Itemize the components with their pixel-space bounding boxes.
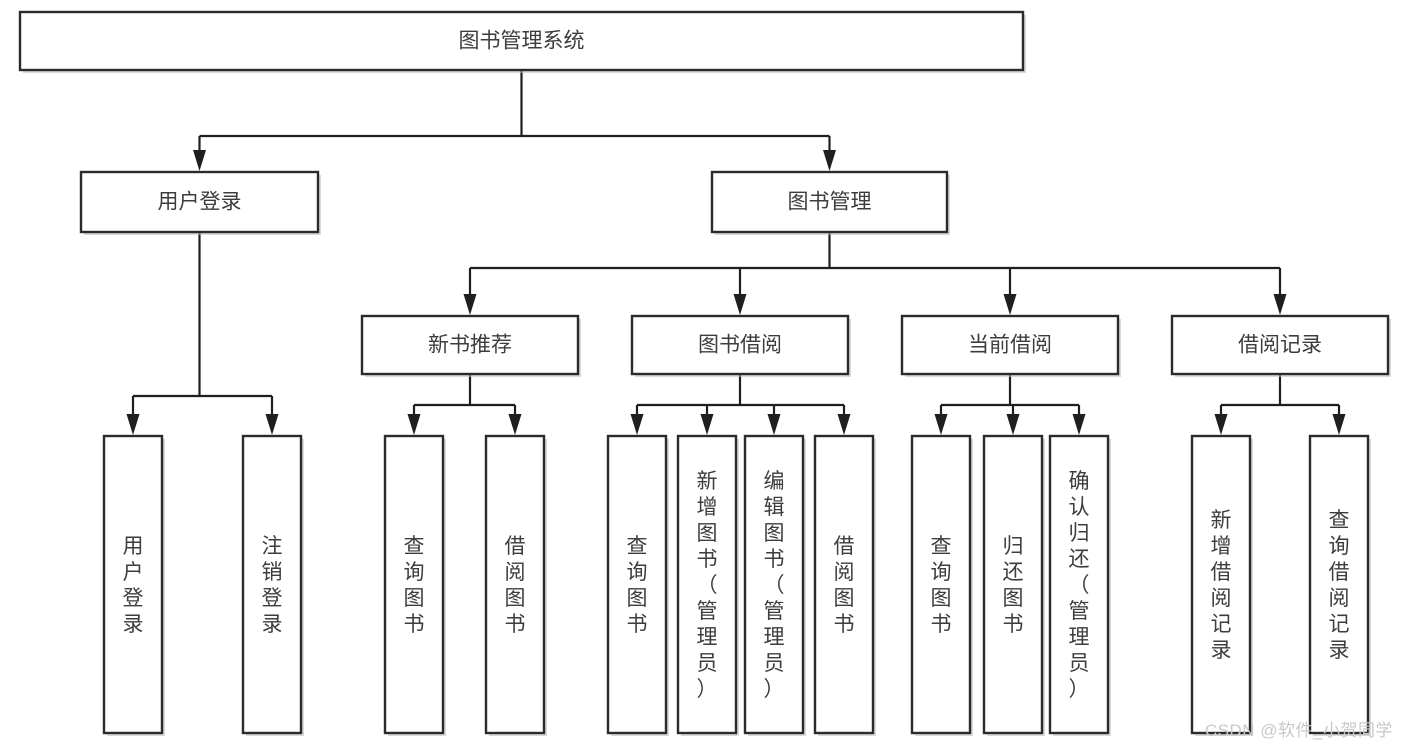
node-leaf-query-book-3[interactable]: 查询图书 — [910, 434, 973, 736]
node-label: 用户登录 — [123, 535, 144, 636]
node-label: 图书管理 — [788, 191, 872, 214]
node-leaf-add-book[interactable]: 新增图书（管理员） — [676, 434, 739, 736]
node-box[interactable] — [743, 434, 805, 735]
node-label: 当前借阅 — [968, 334, 1052, 357]
node-book-borrow[interactable]: 图书借阅 — [630, 314, 851, 377]
arrow-head-icon — [934, 414, 948, 435]
edge-group-borrow-record — [1214, 374, 1346, 435]
edge-group-current-borrow — [934, 374, 1086, 435]
arrow-head-icon — [1214, 414, 1228, 435]
node-leaf-confirm-return[interactable]: 确认归还（管理员） — [1048, 434, 1111, 736]
node-box[interactable] — [982, 434, 1044, 735]
edge-group-user-login — [126, 232, 279, 435]
node-box[interactable] — [383, 434, 445, 735]
nodes-layer: 图书管理系统用户登录图书管理新书推荐图书借阅当前借阅借阅记录用户登录注销登录查询… — [18, 10, 1391, 736]
arrow-head-icon — [767, 414, 781, 435]
node-box[interactable] — [484, 434, 546, 735]
node-leaf-query-record[interactable]: 查询借阅记录 — [1308, 434, 1371, 736]
arrow-head-icon — [823, 150, 836, 171]
node-label: 用户登录 — [158, 191, 242, 214]
arrow-head-icon — [630, 414, 644, 435]
arrow-head-icon — [1003, 294, 1017, 315]
node-box[interactable] — [910, 434, 972, 735]
arrow-head-icon — [733, 294, 747, 315]
node-label: 编辑图书（管理员） — [764, 470, 785, 701]
node-box[interactable] — [710, 170, 949, 234]
arrow-head-icon — [1332, 414, 1346, 435]
node-box[interactable] — [102, 434, 164, 735]
node-borrow-record[interactable]: 借阅记录 — [1170, 314, 1391, 377]
arrow-head-icon — [1006, 414, 1020, 435]
node-leaf-return-book[interactable]: 归还图书 — [982, 434, 1045, 736]
arrow-head-icon — [126, 414, 140, 435]
node-label: 查询图书 — [404, 535, 425, 636]
node-label: 查询图书 — [627, 535, 648, 636]
node-box[interactable] — [630, 314, 850, 376]
node-label: 借阅图书 — [834, 535, 855, 636]
node-box[interactable] — [79, 170, 320, 234]
arrow-head-icon — [193, 150, 206, 171]
node-label: 查询借阅记录 — [1329, 509, 1350, 662]
node-box[interactable] — [1170, 314, 1390, 376]
arrow-head-icon — [508, 414, 522, 435]
node-label: 新增图书（管理员） — [697, 470, 718, 701]
arrow-head-icon — [265, 414, 279, 435]
arrow-head-icon — [1072, 414, 1086, 435]
node-box[interactable] — [18, 10, 1025, 72]
edges-layer — [126, 70, 1346, 435]
node-leaf-user-login[interactable]: 用户登录 — [102, 434, 165, 736]
arrow-head-icon — [407, 414, 421, 435]
node-box[interactable] — [360, 314, 580, 376]
node-box[interactable] — [676, 434, 738, 735]
node-label: 借阅记录 — [1238, 334, 1322, 357]
arrow-head-icon — [700, 414, 714, 435]
node-label: 确认归还（管理员） — [1069, 470, 1090, 701]
node-box[interactable] — [1048, 434, 1110, 735]
node-leaf-logout[interactable]: 注销登录 — [241, 434, 304, 736]
node-current-borrow[interactable]: 当前借阅 — [900, 314, 1121, 377]
node-leaf-borrow-book-1[interactable]: 借阅图书 — [484, 434, 547, 736]
node-label: 借阅图书 — [505, 535, 526, 636]
node-root[interactable]: 图书管理系统 — [18, 10, 1026, 73]
node-label: 归还图书 — [1003, 535, 1024, 636]
node-label: 注销登录 — [262, 535, 283, 636]
arrow-head-icon — [1273, 294, 1287, 315]
node-label: 查询图书 — [931, 535, 952, 636]
node-label: 新书推荐 — [428, 334, 512, 357]
csdn-watermark: CSDN @软件_小贺同学 — [1204, 721, 1393, 740]
arrow-head-icon — [837, 414, 851, 435]
edge-group-book-manage — [463, 232, 1287, 315]
node-leaf-query-book-1[interactable]: 查询图书 — [383, 434, 446, 736]
node-label: 图书管理系统 — [459, 30, 585, 53]
node-box[interactable] — [1308, 434, 1370, 735]
node-book-manage[interactable]: 图书管理 — [710, 170, 950, 235]
node-user-login[interactable]: 用户登录 — [79, 170, 321, 235]
edge-group-book-borrow — [630, 374, 851, 435]
node-leaf-edit-book[interactable]: 编辑图书（管理员） — [743, 434, 806, 736]
node-leaf-query-book-2[interactable]: 查询图书 — [606, 434, 669, 736]
node-box[interactable] — [900, 314, 1120, 376]
arrow-head-icon — [463, 294, 477, 315]
node-box[interactable] — [241, 434, 303, 735]
node-label: 图书借阅 — [698, 334, 782, 357]
node-leaf-borrow-book-2[interactable]: 借阅图书 — [813, 434, 876, 736]
node-leaf-add-record[interactable]: 新增借阅记录 — [1190, 434, 1253, 736]
edge-group-new-book-rec — [407, 374, 522, 435]
node-box[interactable] — [606, 434, 668, 735]
node-box[interactable] — [813, 434, 875, 735]
node-label: 新增借阅记录 — [1211, 509, 1232, 662]
edge-group-root — [193, 70, 836, 171]
node-new-book-rec[interactable]: 新书推荐 — [360, 314, 581, 377]
node-box[interactable] — [1190, 434, 1252, 735]
